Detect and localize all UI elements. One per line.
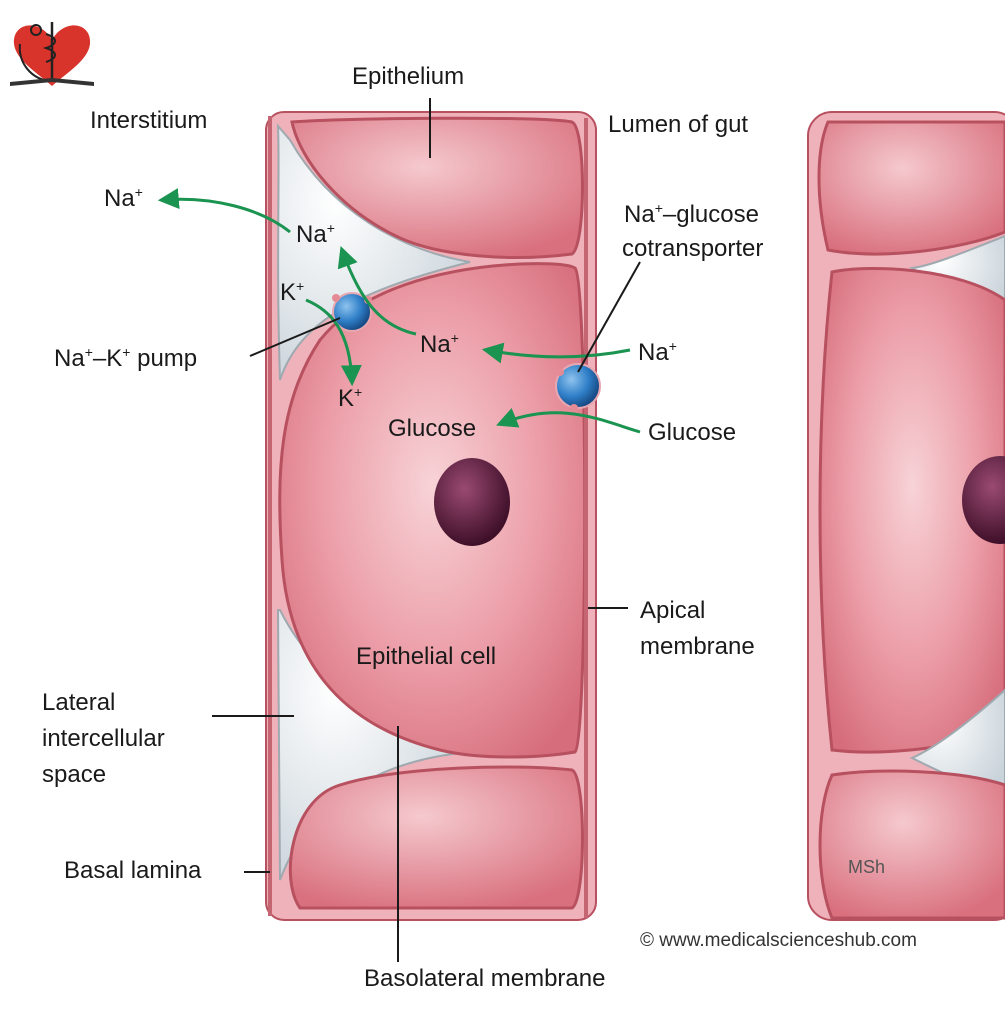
label-na-lateral-space: Na+: [296, 220, 335, 248]
label-na-inside: Na+: [420, 330, 459, 358]
logo: [10, 22, 94, 86]
label-epithelium: Epithelium: [352, 63, 465, 90]
label-cotransporter-line2: cotransporter: [622, 235, 764, 262]
label-lateral-line3: space: [42, 761, 107, 788]
label-lateral-line1: Lateral: [42, 689, 116, 716]
label-lateral-line2: intercellular: [42, 725, 165, 752]
na-glucose-cotransporter: [555, 363, 601, 412]
leader-lines: [212, 98, 641, 962]
label-k-top: K+: [280, 278, 305, 306]
label-na-lumen: Na+: [638, 338, 677, 366]
label-k-bottom: K+: [338, 384, 363, 412]
nucleus: [434, 458, 510, 546]
transport-arrows: [157, 188, 641, 434]
label-basal-lamina: Basal lamina: [64, 857, 202, 884]
label-glucose-inside: Glucose: [388, 415, 477, 442]
label-na-k-pump: Na+–K+ pump: [54, 344, 198, 372]
label-basolateral-membrane: Basolateral membrane: [364, 965, 606, 992]
label-epithelial-cell: Epithelial cell: [356, 643, 497, 670]
label-na-interstitium: Na+: [104, 184, 143, 212]
label-lumen-of-gut: Lumen of gut: [608, 111, 749, 138]
copyright-notice: © www.medicalscienceshub.com: [640, 930, 917, 951]
label-apical-membrane-line2: membrane: [640, 633, 755, 660]
label-apical-membrane: Apical: [640, 597, 706, 624]
label-interstitium: Interstitium: [90, 107, 208, 134]
label-glucose-lumen: Glucose: [648, 419, 737, 446]
artist-signature: MSh: [848, 857, 886, 877]
label-cotransporter: Na+–glucose: [624, 200, 759, 228]
